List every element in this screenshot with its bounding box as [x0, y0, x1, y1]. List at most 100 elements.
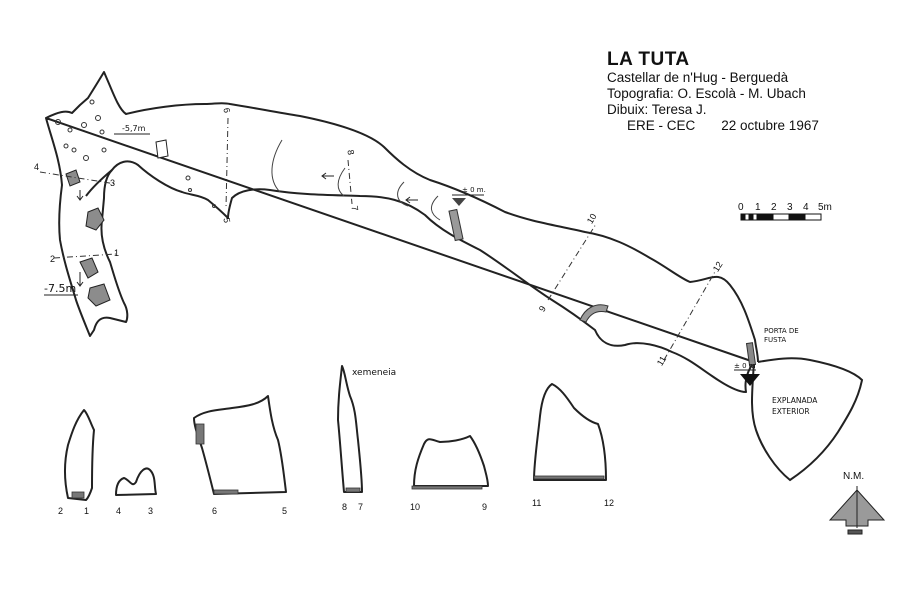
cave-plan [45, 71, 759, 393]
profile-labels: 2 1 4 3 6 5 8 7 10 9 11 12 [58, 498, 614, 516]
scale-tick-5m: 5m [818, 202, 832, 213]
profile-label-4: 4 [116, 506, 121, 516]
arrow-left [321, 172, 334, 180]
cave-location: Castellar de n'Hug - Berguedà [607, 70, 789, 85]
rock-block-1 [65, 169, 81, 187]
section-line-9-10 [547, 223, 597, 301]
arrow-down [76, 272, 84, 287]
profile-label-12: 12 [604, 498, 614, 508]
pebble [71, 147, 77, 153]
passage-arcs [271, 139, 441, 221]
depth-label-zero-mid: ± 0 m. [462, 186, 486, 194]
section-number-9: 9 [537, 304, 548, 314]
drawing-credit: Dibuix: Teresa J. [607, 102, 707, 117]
survey-group: ERE - CEC [627, 118, 696, 133]
pebble [55, 119, 61, 125]
arrow-left [405, 196, 418, 204]
rubble-markers [448, 208, 609, 323]
scale-tick-0: 0 [738, 202, 744, 213]
passage-arc-4 [431, 195, 441, 221]
cave-branch-west [85, 169, 113, 197]
section-line-5-6 [225, 117, 229, 209]
pebble [89, 99, 95, 105]
esplanade-label-2: EXTERIOR [772, 407, 810, 416]
curved-steps [579, 304, 609, 323]
north-label: N.M. [843, 471, 864, 482]
topography-credit: Topografia: O. Escolà - M. Ubach [607, 86, 806, 101]
profile-label-5: 5 [282, 506, 287, 516]
rock-block-4 [87, 283, 111, 307]
exterior-esplanade [751, 357, 864, 482]
section-number-1: 1 [114, 248, 119, 258]
chimney-label: xemeneia [352, 368, 396, 378]
profile-9-10 [413, 435, 489, 487]
scale-tick-4: 4 [803, 202, 809, 213]
profile-7-8 [337, 365, 363, 493]
rock-block-3 [79, 257, 99, 279]
section-number-8: 8 [345, 149, 356, 156]
section-line-1-2 [53, 253, 117, 259]
small-pebbles [55, 99, 216, 208]
pebble [188, 188, 192, 192]
section-number-10: 10 [585, 212, 599, 226]
scale-tick-1: 1 [755, 202, 761, 213]
pebble [101, 147, 107, 153]
cave-name: LA TUTA [607, 49, 690, 70]
profile-label-10: 10 [410, 502, 420, 512]
door-label: PORTA DE [764, 327, 799, 335]
rock-block-5 [155, 139, 169, 159]
section-number-12: 12 [711, 260, 725, 274]
profile-label-8: 8 [342, 502, 347, 512]
cave-wall-upper [45, 71, 759, 363]
north-arrow: N.M. [828, 471, 886, 535]
exit-arrow [740, 374, 760, 386]
profile-label-1: 1 [84, 506, 89, 516]
step-marker-mid [448, 208, 464, 242]
passage-arc-1 [271, 139, 283, 193]
pebble [67, 127, 73, 133]
section-number-2: 2 [50, 254, 55, 264]
wooden-door [745, 342, 757, 366]
scale-tick-2: 2 [771, 202, 777, 213]
scale-tick-3: 3 [787, 202, 793, 213]
pebble [83, 155, 89, 161]
pebble [81, 122, 87, 128]
cave-wall-lower [45, 117, 755, 393]
profile-label-7: 7 [358, 502, 363, 512]
pebble [99, 129, 105, 135]
section-numbers: 4 3 2 1 6 5 8 7 10 9 12 11 [34, 107, 725, 367]
esplanade-label: EXPLANADA [772, 396, 818, 405]
cross-sections [64, 365, 607, 501]
section-number-4: 4 [34, 162, 39, 172]
section-lines [39, 117, 717, 361]
profile-label-2: 2 [58, 506, 63, 516]
section-number-5: 5 [221, 217, 232, 224]
mid-arrow [452, 198, 466, 206]
door-label-2: FUSTA [764, 336, 786, 344]
depth-label-75: -7.5m [44, 282, 76, 295]
plan-labels: -5,7m -7.5m ± 0 m. ± 0 m PORTA DE FUSTA … [44, 124, 818, 416]
rock-blocks [65, 139, 169, 307]
pebble [63, 143, 69, 149]
profile-label-3: 3 [148, 506, 153, 516]
section-number-6: 6 [221, 107, 232, 114]
profile-floor-deposits [71, 423, 605, 499]
arrow-down [76, 190, 84, 201]
scale-bar: 0 1 2 3 4 5m [738, 202, 832, 221]
profile-5-6 [193, 395, 287, 495]
depth-markers [44, 133, 756, 371]
profile-1-2 [64, 409, 95, 501]
passage-arc-3 [397, 181, 409, 207]
profile-label-11: 11 [532, 498, 541, 508]
profile-label-6: 6 [212, 506, 217, 516]
rock-block-2 [85, 207, 105, 231]
survey-date: 22 octubre 1967 [721, 118, 819, 133]
depth-label-zero-exit: ± 0 m [734, 362, 756, 370]
survey-group-line: ERE - CEC 22 octubre 1967 [607, 118, 819, 134]
north-arrow-base [847, 529, 863, 535]
section-number-3: 3 [110, 178, 115, 188]
section-line-11-12 [663, 269, 717, 361]
pebble [185, 175, 191, 181]
passage-arc-2 [337, 167, 346, 197]
